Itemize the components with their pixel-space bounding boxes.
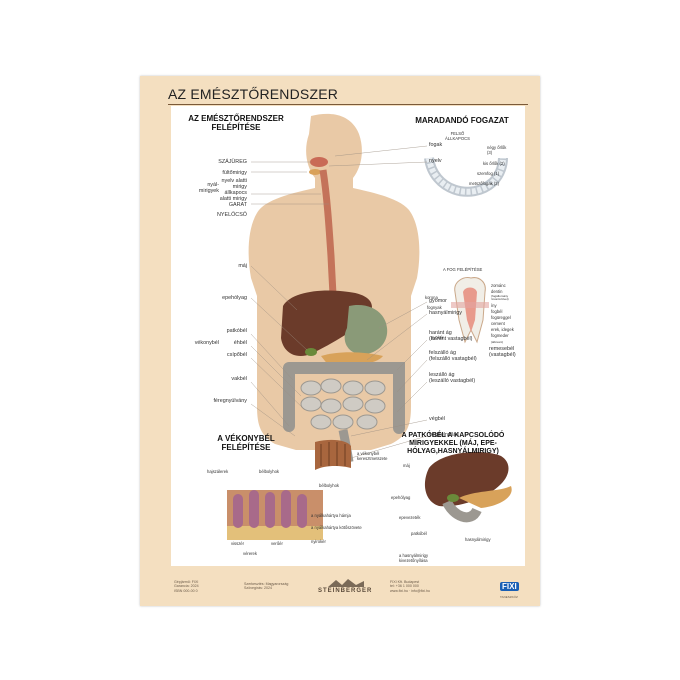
label-szajureg: SZÁJÜREG [218, 159, 247, 165]
label-felszallo: felszálló ág (felszálló vastagbél) [429, 350, 477, 362]
label-szemfog: szemfog (1) [477, 171, 500, 176]
label-fogbel: fogbél [491, 309, 503, 314]
label-patkobel-small: patkóbél [411, 531, 427, 536]
label-metszofogak: metszőfogak (2) [469, 181, 500, 186]
label-zomanc: zománc [491, 283, 506, 288]
label-fognyak: fognyak [427, 305, 442, 310]
intestine-cross-section [315, 439, 351, 470]
label-felso-allkapocs: FELSŐ ÁLLKAPOCS [445, 131, 470, 141]
villi-illustration [227, 490, 323, 540]
label-maj-small: máj [403, 463, 410, 468]
liver-pancreas-group [424, 452, 512, 523]
heading-duodenum: A PATKÓBÉL A KAPCSOLÓDÓ MIRIGYEKKEL (MÁJ… [401, 432, 505, 455]
label-nyalmirigyek: nyál- mirigyek [198, 182, 219, 194]
label-patkobel: patkóbél [226, 328, 247, 334]
anatomy-illustrations [227, 113, 512, 540]
steinberger-logo: STEINBERGER [318, 588, 373, 594]
footer-left-text: Gépjármű: FIXI Garancia: 2024 ISBN 000-0… [174, 580, 199, 593]
label-garat: GARAT [228, 202, 247, 208]
label-cement: cement [491, 321, 505, 326]
label-verer-top: verőér [271, 541, 283, 546]
label-dentin-sub: (fogállomány /csontszövet) [491, 294, 509, 302]
label-feregnyulvany: féregnyúlvány [213, 398, 247, 404]
label-hasnyalmirigy-small: hasnyálmirigy [465, 537, 491, 542]
label-vegbelnyilas: végbélnyílás [429, 432, 459, 438]
label-vakbel: vakbél [231, 376, 247, 382]
label-vegbel: végbél [429, 416, 445, 422]
label-fogmeder: fogmeder [491, 333, 509, 338]
label-hasnyalmirigy: hasnyálmirigy [429, 310, 462, 316]
label-nyelv: nyelv [429, 158, 442, 164]
mountain-logo-icon [328, 579, 364, 587]
label-maj: máj [238, 263, 247, 269]
label-ehbel: éhbél [233, 340, 247, 346]
label-erek: erek, idegek [491, 327, 514, 332]
leader-lines [250, 145, 428, 459]
label-allkapocs: állkapocs alatti mirigy [219, 190, 247, 202]
stomach [344, 304, 388, 355]
label-nyelocso: NYELŐCSŐ [217, 212, 247, 218]
label-kis-orlok: kis őrlők (2) [483, 161, 505, 166]
label-korona: korona [425, 295, 438, 300]
heading-teeth: MARADANDÓ FOGAZAT [415, 116, 509, 125]
label-negy-orlok: négy őrlők (3) [487, 145, 507, 155]
label-epeholyag-small: epehólyag [391, 495, 411, 500]
label-kotoszovete: a nyálkahártya kötőszövete [311, 525, 362, 530]
label-kivezeto: a hasnyálmirigy kivezetőnyílása [399, 553, 429, 563]
footer-right-text: FIXI Kft. Budapest tel: +36 1 000 000 ww… [390, 580, 430, 593]
label-iny: íny [491, 303, 497, 308]
poster-title: AZ EMÉSZTŐRENDSZER [168, 86, 339, 102]
anatomy-poster: AZ EMÉSZTŐRENDSZER [140, 76, 540, 606]
poster-footer: Gépjármű: FIXI Garancia: 2024 ISBN 000-0… [140, 576, 540, 606]
small-intestine [300, 378, 386, 430]
fixi-logo: FIXI [500, 582, 519, 591]
salivary-glands [309, 169, 321, 175]
label-belbolyhok: bélbolyhok [319, 483, 340, 488]
heading-tooth-structure: A FOG FELÉPÍTÉSE [443, 267, 483, 272]
mouth-cavity [310, 157, 328, 167]
gallbladder [305, 348, 317, 356]
label-epeholyag: epehólyag [222, 295, 247, 301]
heading-villi: A VÉKONYBÉL FELÉPÍTÉSE [217, 434, 275, 452]
label-hajszalerek: hajszálerek [207, 469, 229, 474]
tooth-cross-section [451, 277, 489, 344]
label-fogmeder-sub: (állcsont) [491, 340, 504, 344]
label-vererek: vérerek [243, 551, 257, 556]
fixi-subtitle: TANESZKÖZ [500, 595, 518, 599]
footer-mid-text: Szerkesztés: Magyarország Szövegírás: 20… [244, 582, 289, 591]
label-visszer: visszér [231, 541, 245, 546]
label-fultomirigy: fültőmirigy [222, 170, 247, 176]
heading-structure: AZ EMÉSZTŐRENDSZER FELÉPÍTÉSE [188, 114, 284, 132]
dental-arch [424, 156, 508, 197]
label-belbolyhok-top: bélbolyhok [259, 469, 280, 474]
title-divider [168, 104, 528, 105]
label-fogak: fogak [429, 142, 443, 148]
label-leszallo: leszálló ág (leszálló vastagbél) [429, 372, 476, 384]
label-gyomor: gyomor [429, 298, 447, 304]
label-gyoker: gyökér [431, 335, 444, 340]
label-hamja: a nyálkahártya hámja [311, 513, 351, 518]
label-epevezetek: epevezeték [399, 515, 421, 520]
label-nyelv-alatti: nyelv alatti mirigy [221, 178, 247, 190]
label-keresztmetszete: a vékonybél keresztmetszete [357, 451, 388, 461]
label-vekonybel: vékonybél [194, 340, 219, 346]
label-foguregggel: fogüreggel [491, 315, 511, 320]
label-nyirokér: nyirokér [311, 539, 326, 544]
label-harant: haránt ág (haránt vastagbél) [429, 330, 473, 342]
label-csipobel: csípőbél [226, 352, 247, 358]
label-dentin: dentin [491, 289, 503, 294]
content-panel: AZ EMÉSZTŐRENDSZER FELÉPÍTÉSE MARADANDÓ … [171, 106, 525, 566]
label-remesebel: remesebél (vastagbél) [489, 346, 516, 358]
